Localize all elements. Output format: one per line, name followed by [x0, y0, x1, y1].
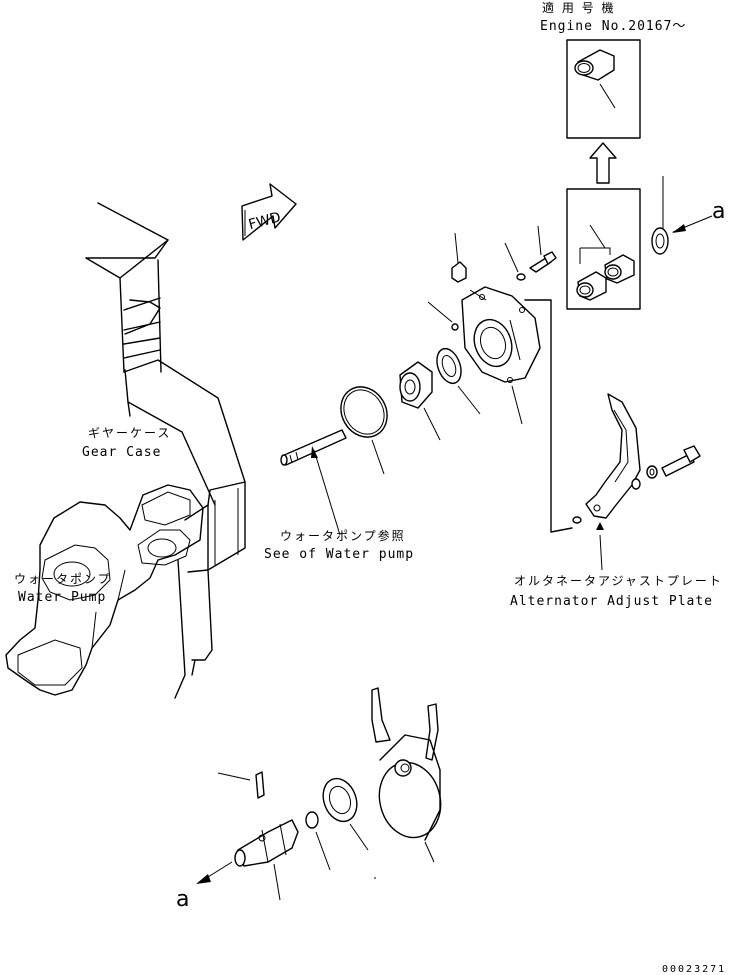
bushing-detail-box [566, 39, 641, 139]
lock-washer [436, 347, 481, 415]
pin [217, 771, 265, 799]
spacer [305, 811, 331, 871]
gear-case-housing [85, 202, 246, 699]
bolt-set [427, 225, 557, 331]
drawing-code: 00023271 [662, 964, 726, 975]
applicable-engine-label-jp: 適 用 号 機 [542, 0, 615, 15]
leader-line [524, 299, 573, 533]
reference-a-top: a [712, 199, 725, 224]
drive-shaft [196, 819, 299, 901]
thrust-washer [651, 176, 713, 255]
adjust-bolt [631, 445, 701, 490]
reference-a-bottom: a [176, 887, 189, 912]
bushing-pair-box [566, 188, 641, 310]
pump-shaft [280, 429, 347, 536]
water-pump-ref-label-jp: ウォータポンプ参照 [280, 528, 406, 543]
pulley [378, 734, 442, 863]
plate-leader [599, 534, 603, 571]
gear-case-label-en: Gear Case [82, 445, 161, 460]
fwd-arrow-icon [241, 183, 297, 241]
bearing [322, 777, 369, 851]
engine-number-label: Engine No.20167～ [540, 19, 686, 34]
water-pump-housing [5, 484, 204, 696]
alternator-plate-label-jp: オルタネータアジャストプレート [514, 574, 723, 588]
water-pump-label-en: Water Pump [18, 590, 106, 605]
up-arrow-icon [589, 142, 617, 184]
water-pump-ref-label-en: See of Water pump [264, 547, 414, 562]
alternator-bracket [461, 286, 541, 425]
gear-case-label-jp: ギヤーケース [88, 426, 171, 440]
o-ring [340, 386, 388, 475]
water-pump-label-jp: ウォータポンプ [14, 572, 112, 586]
lock-nut [399, 361, 441, 441]
alternator-adjust-plate [572, 393, 641, 524]
alternator-plate-label-en: Alternator Adjust Plate [510, 594, 713, 609]
v-belt [371, 687, 439, 761]
